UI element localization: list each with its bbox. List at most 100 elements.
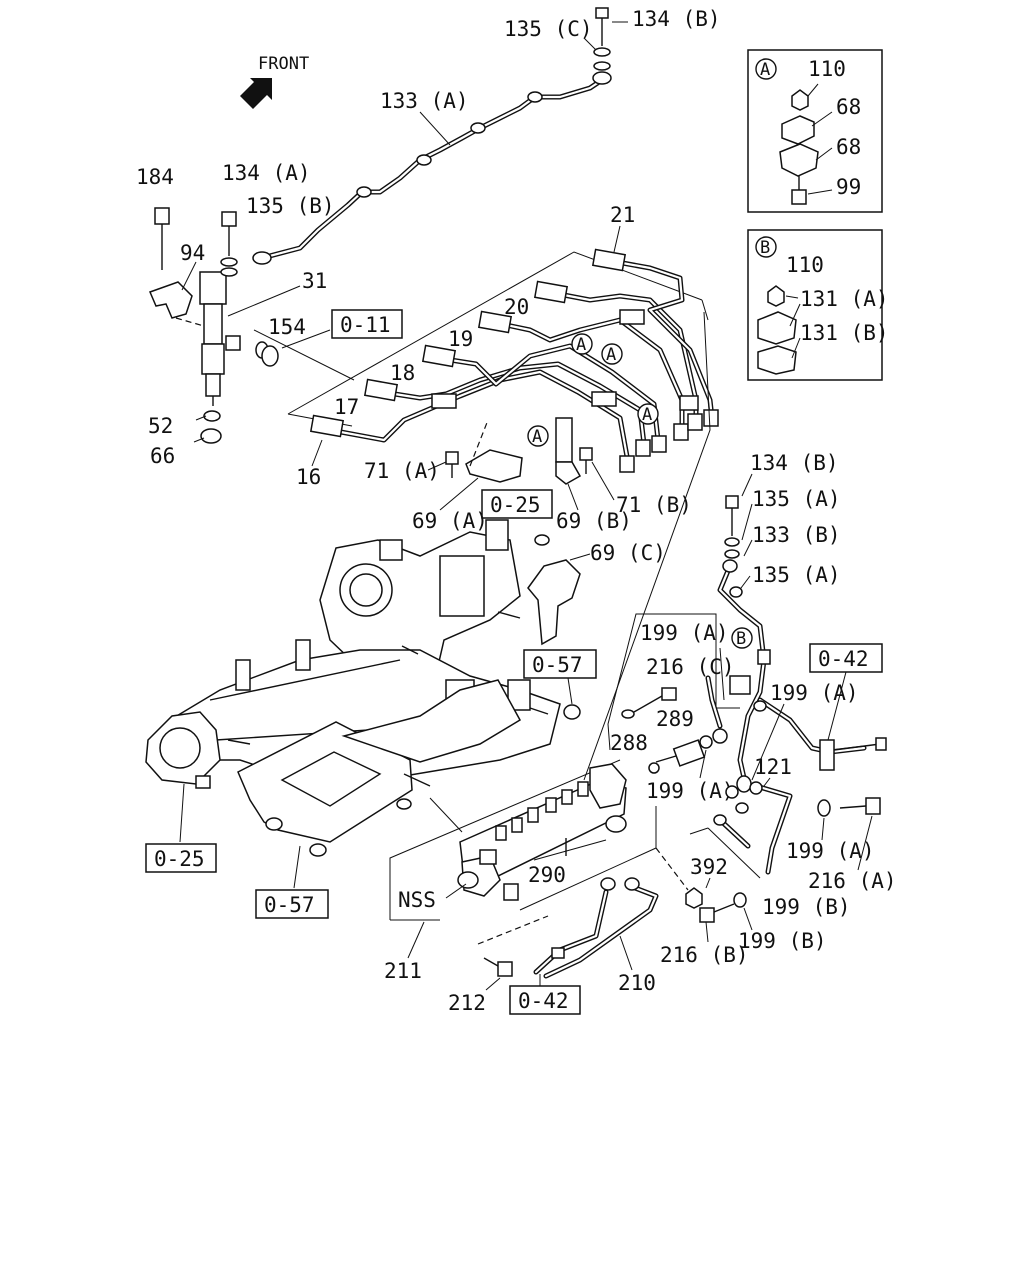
inset-a-label-68-1: 68: [836, 95, 861, 119]
bolt-216b: [699, 892, 747, 943]
svg-text:B: B: [760, 238, 770, 258]
inset-a-label-110: 110: [808, 57, 846, 81]
label-154: 154: [268, 315, 306, 339]
label-216b: 216 (B): [660, 943, 749, 967]
ref-0-42-right: 0-42: [818, 647, 869, 671]
label-199a-1: 199 (A): [640, 621, 729, 645]
bolt-134b-mid: [724, 473, 753, 559]
bolt-212: [483, 957, 513, 977]
bolt-216a: [817, 797, 881, 817]
bracket-69c: [527, 534, 591, 646]
label-199a-3: 199 (A): [770, 681, 859, 705]
inset-b-label-131b: 131 (B): [800, 321, 889, 345]
common-rail: [457, 763, 627, 901]
ref-0-42-bottom: 0-42: [518, 989, 569, 1013]
nut-392: [655, 847, 711, 909]
svg-text:A: A: [576, 335, 586, 355]
label-199a-2: 199 (A): [646, 779, 735, 803]
label-18: 18: [390, 361, 415, 385]
label-135c: 135 (C): [504, 17, 593, 41]
ref-0-57-mid: 0-57: [532, 653, 583, 677]
ref-0-25-top: 0-25: [490, 493, 541, 517]
inset-b-label-110: 110: [786, 253, 824, 277]
label-288: 288: [610, 731, 648, 755]
label-199b-1: 199 (B): [762, 895, 851, 919]
label-133b: 133 (B): [752, 523, 841, 547]
marker-a-4: A: [527, 425, 549, 447]
common-rail-group: [389, 311, 711, 921]
label-134b-top: 134 (B): [632, 7, 721, 31]
label-21: 21: [610, 203, 635, 227]
label-69c: 69 (C): [590, 541, 666, 565]
label-134a: 134 (A): [222, 161, 311, 185]
pressure-limiter-group: [607, 613, 728, 774]
ref-box-0-57-mid: [523, 649, 597, 679]
ref-box-0-25-top: [481, 489, 553, 519]
ref-box-0-42-bottom: [509, 985, 581, 1015]
label-nss: NSS: [398, 888, 436, 912]
label-94: 94: [180, 241, 205, 265]
ref-0-25-left: 0-25: [154, 847, 205, 871]
svg-text:A: A: [606, 345, 616, 365]
inset-b-label-131a: 131 (A): [800, 287, 889, 311]
svg-text:A: A: [532, 427, 542, 447]
label-71b: 71 (B): [616, 493, 692, 517]
label-135a-2: 135 (A): [752, 563, 841, 587]
label-134b-mid: 134 (B): [750, 451, 839, 475]
front-indicator: FRONT: [240, 54, 309, 109]
bolt-134b-top: [583, 7, 628, 71]
marker-b: B: [731, 627, 753, 649]
marker-a-2: A: [601, 343, 623, 365]
nut-0-57: [563, 704, 581, 720]
manifold-gasket: [237, 679, 522, 857]
intake-manifold: [145, 519, 561, 789]
inset-a-label-68-2: 68: [836, 135, 861, 159]
label-210: 210: [618, 971, 656, 995]
injector-assembly: [148, 207, 331, 444]
ref-0-57-left: 0-57: [264, 893, 315, 917]
label-392: 392: [690, 855, 728, 879]
pipe-210: [477, 877, 659, 979]
front-arrow-icon: [240, 78, 272, 109]
label-52: 52: [148, 414, 173, 438]
label-199b-2: 199 (B): [738, 929, 827, 953]
label-71a: 71 (A): [364, 459, 440, 483]
label-199a-4: 199 (A): [786, 839, 875, 863]
marker-a-3: A: [637, 403, 659, 425]
label-216c: 216 (C): [646, 655, 735, 679]
label-135b: 135 (B): [246, 194, 335, 218]
inset-b: B: [747, 229, 883, 381]
injection-pipes: [309, 248, 719, 473]
inset-a: A: [747, 49, 883, 213]
label-16: 16: [296, 465, 321, 489]
label-133a: 133 (A): [380, 89, 469, 113]
label-212: 212: [448, 991, 486, 1015]
label-121: 121: [754, 755, 792, 779]
bracket-69a: [445, 419, 523, 483]
label-19: 19: [448, 327, 473, 351]
label-216a: 216 (A): [808, 869, 897, 893]
marker-a-1: A: [571, 333, 593, 355]
ref-box-0-11: [331, 309, 403, 339]
label-69a: 69 (A): [412, 509, 488, 533]
svg-text:B: B: [736, 629, 746, 649]
bracket-69b: [555, 417, 593, 485]
label-184: 184: [136, 165, 174, 189]
label-20: 20: [504, 295, 529, 319]
label-66: 66: [150, 444, 175, 468]
ref-0-11: 0-11: [340, 313, 391, 337]
ref-box-0-57-left: [255, 889, 329, 919]
label-17: 17: [334, 395, 359, 419]
return-line-133a: [252, 71, 612, 265]
label-290: 290: [528, 863, 566, 887]
label-69b: 69 (B): [556, 509, 632, 533]
inset-a-label-99: 99: [836, 175, 861, 199]
label-289: 289: [656, 707, 694, 731]
ref-box-0-25-left: [145, 843, 217, 873]
label-211: 211: [384, 959, 422, 983]
label-135a-1: 135 (A): [752, 487, 841, 511]
svg-text:A: A: [760, 60, 770, 80]
front-label: FRONT: [258, 54, 309, 74]
